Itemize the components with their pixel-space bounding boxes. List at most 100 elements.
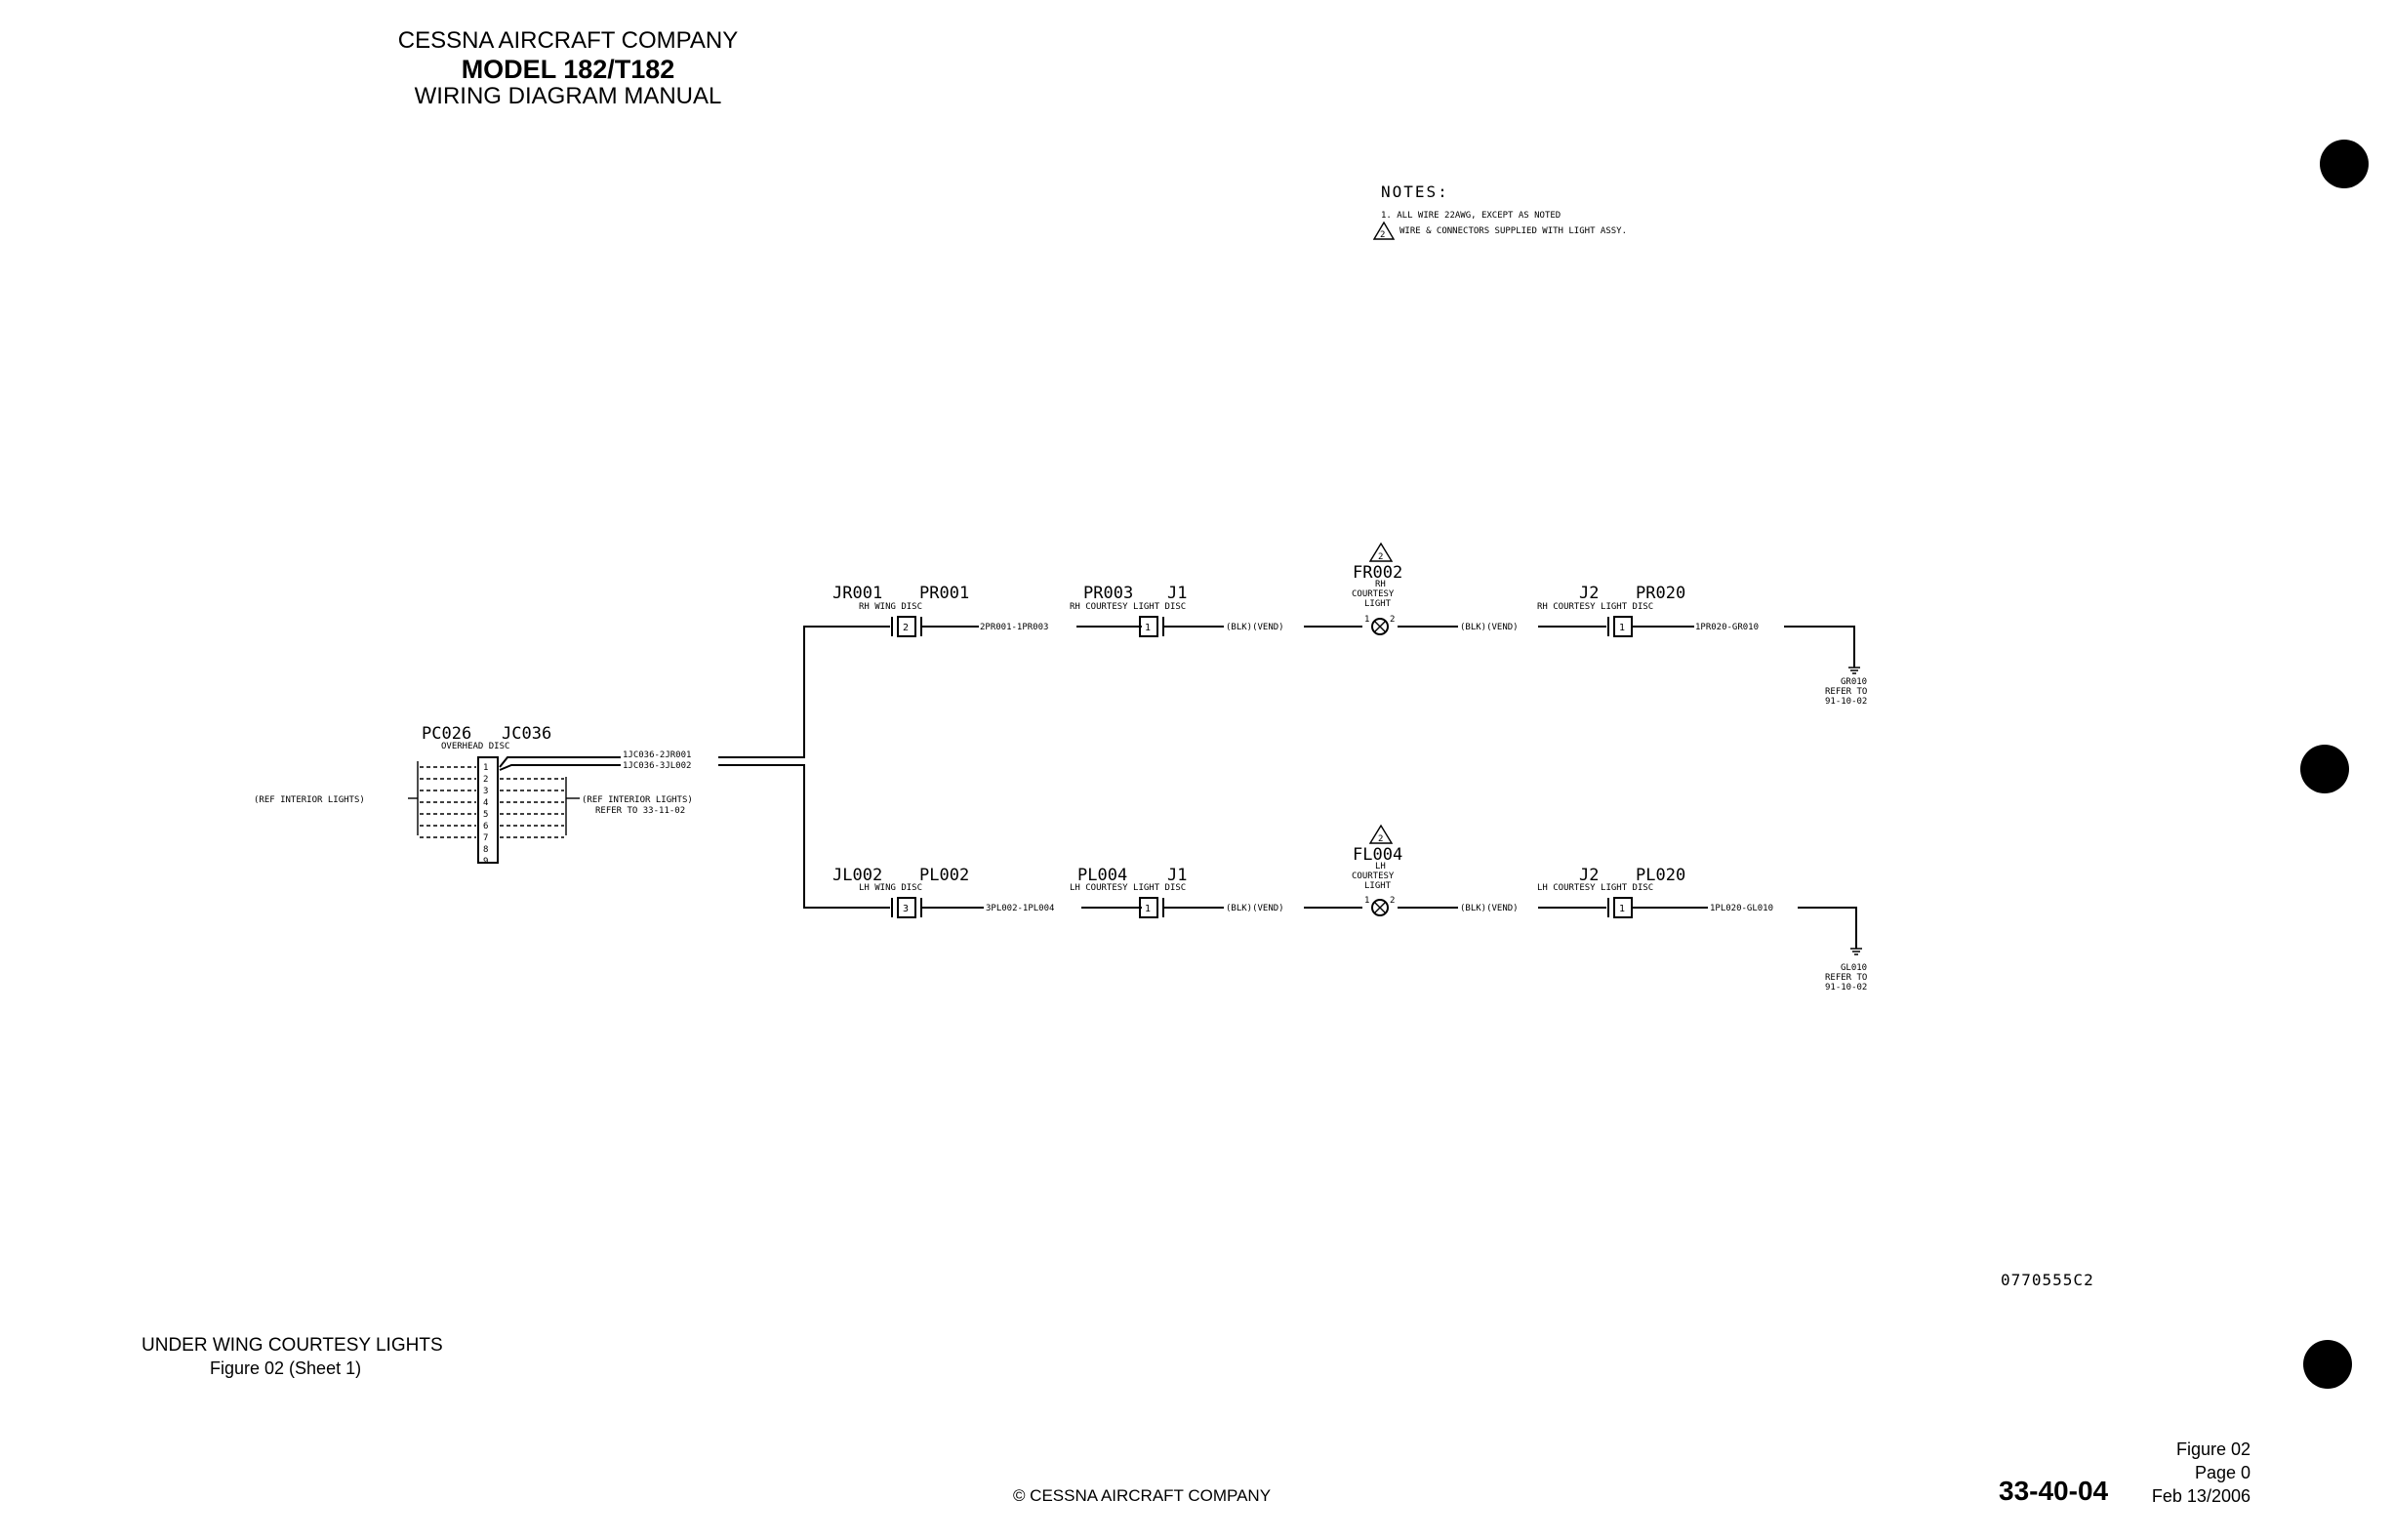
rh-light-id: FR002 bbox=[1353, 563, 1402, 583]
lh-disc1-connector bbox=[1139, 897, 1158, 918]
lh-light-side: LH bbox=[1375, 862, 1386, 871]
footer-copyright: © CESSNA AIRCRAFT COMPANY bbox=[1012, 1486, 1272, 1505]
rh-ground-ref1: REFER TO bbox=[1825, 687, 1867, 697]
binder-hole-top bbox=[2320, 140, 2369, 188]
rh-wire-d-label: 1PR020-GR010 bbox=[1695, 623, 1759, 632]
lh-disc1-desc: LH COURTESY LIGHT DISC bbox=[1070, 883, 1186, 893]
footer-date: Feb 13/2006 bbox=[2151, 1486, 2251, 1506]
note-flag-triangle bbox=[1372, 221, 1396, 240]
rh-disc2-plug-label: PR020 bbox=[1636, 584, 1685, 603]
lh-ground-icon bbox=[1850, 940, 1862, 955]
lh-wing-jack-label: JL002 bbox=[832, 866, 882, 885]
lh-wire-d bbox=[1632, 907, 1857, 945]
note-2-flag: 2 bbox=[1380, 230, 1385, 240]
figure-caption-title: UNDER WING COURTESY LIGHTS bbox=[142, 1335, 443, 1356]
footer-section-number: 33-40-04 bbox=[1999, 1476, 2109, 1506]
rh-wing-connector bbox=[897, 616, 916, 637]
lh-disc1-plug-label: PL004 bbox=[1077, 866, 1127, 885]
overhead-pin: 7 bbox=[483, 833, 488, 843]
rh-wire-a-label: 2PR001-1PR003 bbox=[980, 623, 1048, 632]
rh-wing-plug-label: PR001 bbox=[919, 584, 969, 603]
lh-ground-id: GL010 bbox=[1841, 963, 1867, 973]
rh-wing-pin: 2 bbox=[903, 623, 909, 633]
overhead-pin-numbers: 1 2 3 4 5 6 7 8 9 bbox=[483, 763, 488, 867]
overhead-wire2-label: 1JC036-3JL002 bbox=[623, 761, 691, 771]
footer-page: Page 0 bbox=[2194, 1463, 2251, 1482]
rh-disc1-connector bbox=[1139, 616, 1158, 637]
lh-disc2-plug-label: PL020 bbox=[1636, 866, 1685, 885]
overhead-pin: 9 bbox=[483, 857, 488, 867]
rh-disc1-pin: 1 bbox=[1145, 623, 1151, 633]
overhead-pin: 1 bbox=[483, 763, 488, 773]
rh-light-desc2: LIGHT bbox=[1364, 599, 1392, 609]
binder-hole-middle bbox=[2300, 745, 2349, 793]
note-2: WIRE & CONNECTORS SUPPLIED WITH LIGHT AS… bbox=[1399, 226, 1627, 236]
lh-wire-a-label: 3PL002-1PL004 bbox=[986, 904, 1054, 913]
overhead-pin: 2 bbox=[483, 775, 488, 785]
overhead-left-leads bbox=[420, 766, 476, 838]
overhead-wire1-label: 1JC036-2JR001 bbox=[623, 750, 691, 760]
binder-hole-bottom bbox=[2303, 1340, 2352, 1389]
lh-disc2-desc: LH COURTESY LIGHT DISC bbox=[1537, 883, 1653, 893]
rh-light-desc1: COURTESY bbox=[1352, 589, 1395, 599]
lh-disc1-pin: 1 bbox=[1145, 904, 1151, 914]
lh-wire-c-label: (BLK)(VEND) bbox=[1460, 904, 1519, 913]
rh-light-pin2: 2 bbox=[1390, 615, 1395, 625]
lh-light-flag-num: 2 bbox=[1378, 834, 1383, 844]
lh-wing-plug-label: PL002 bbox=[919, 866, 969, 885]
lh-light-pin2: 2 bbox=[1390, 896, 1395, 906]
lh-disc2-pin: 1 bbox=[1619, 904, 1625, 914]
overhead-right-leads bbox=[500, 778, 564, 838]
notes-block: NOTES: 1. ALL WIRE 22AWG, EXCEPT AS NOTE… bbox=[1372, 182, 1627, 240]
rh-ground-id: GR010 bbox=[1841, 677, 1867, 687]
rh-light-side: RH bbox=[1375, 580, 1386, 589]
rh-light-flag bbox=[1368, 542, 1394, 562]
overhead-desc: OVERHEAD DISC bbox=[441, 742, 509, 751]
rh-disc2-desc: RH COURTESY LIGHT DISC bbox=[1537, 602, 1653, 612]
rh-wire-c-label: (BLK)(VEND) bbox=[1460, 623, 1519, 632]
notes-title: NOTES: bbox=[1381, 182, 1449, 201]
lh-branch: JL002 PL002 LH WING DISC 3 3PL002-1PL004… bbox=[832, 824, 1867, 993]
header-manual: WIRING DIAGRAM MANUAL bbox=[414, 83, 722, 109]
overhead-ref-right: (REF INTERIOR LIGHTS) bbox=[582, 795, 693, 805]
lh-disc2-jack-label: J2 bbox=[1579, 866, 1599, 885]
overhead-pin: 5 bbox=[483, 810, 488, 820]
overhead-pin: 6 bbox=[483, 822, 488, 831]
lh-disc1-jack-label: J1 bbox=[1167, 866, 1187, 885]
overhead-pin: 8 bbox=[483, 845, 488, 855]
rh-disc2-jack-label: J2 bbox=[1579, 584, 1599, 603]
rh-wing-desc: RH WING DISC bbox=[859, 602, 922, 612]
overhead-ref-left: (REF INTERIOR LIGHTS) bbox=[254, 795, 365, 805]
lh-wing-connector bbox=[897, 897, 916, 918]
lh-wing-desc: LH WING DISC bbox=[859, 883, 922, 893]
overhead-jack-label: JC036 bbox=[502, 724, 551, 744]
footer-figure: Figure 02 bbox=[2175, 1439, 2251, 1459]
rh-disc1-jack-label: J1 bbox=[1167, 584, 1187, 603]
lh-wire-d-label: 1PL020-GL010 bbox=[1710, 904, 1773, 913]
lh-ground-ref2: 91-10-02 bbox=[1825, 983, 1867, 993]
rh-branch: JR001 PR001 RH WING DISC 2 2PR001-1PR003… bbox=[832, 542, 1867, 707]
note-1: 1. ALL WIRE 22AWG, EXCEPT AS NOTED bbox=[1381, 211, 1561, 221]
lh-ground-ref1: REFER TO bbox=[1825, 973, 1867, 983]
overhead-plug-label: PC026 bbox=[422, 724, 471, 744]
header-company: CESSNA AIRCRAFT COMPANY bbox=[397, 27, 739, 54]
figure-caption-sheet: Figure 02 (Sheet 1) bbox=[210, 1358, 362, 1378]
rh-disc2-pin: 1 bbox=[1619, 623, 1625, 633]
rh-ground-ref2: 91-10-02 bbox=[1825, 697, 1867, 707]
lh-light-desc1: COURTESY bbox=[1352, 871, 1395, 881]
rh-wire-b-label: (BLK)(VEND) bbox=[1226, 623, 1284, 632]
header-model: MODEL 182/T182 bbox=[461, 55, 675, 84]
drawing-number: 0770555C2 bbox=[2001, 1271, 2094, 1289]
rh-light-pin1: 1 bbox=[1364, 615, 1369, 625]
overhead-wire-lh bbox=[499, 764, 890, 909]
overhead-pin: 3 bbox=[483, 787, 488, 796]
lh-wire-b-label: (BLK)(VEND) bbox=[1226, 904, 1284, 913]
overhead-ref-right-page: REFER TO 33-11-02 bbox=[595, 806, 685, 816]
lh-wing-pin: 3 bbox=[903, 904, 909, 914]
overhead-connector bbox=[477, 756, 499, 864]
lh-light-lamp-icon bbox=[1371, 899, 1389, 916]
rh-disc1-desc: RH COURTESY LIGHT DISC bbox=[1070, 602, 1186, 612]
rh-light-lamp-icon bbox=[1371, 618, 1389, 635]
overhead-pin: 4 bbox=[483, 798, 488, 808]
